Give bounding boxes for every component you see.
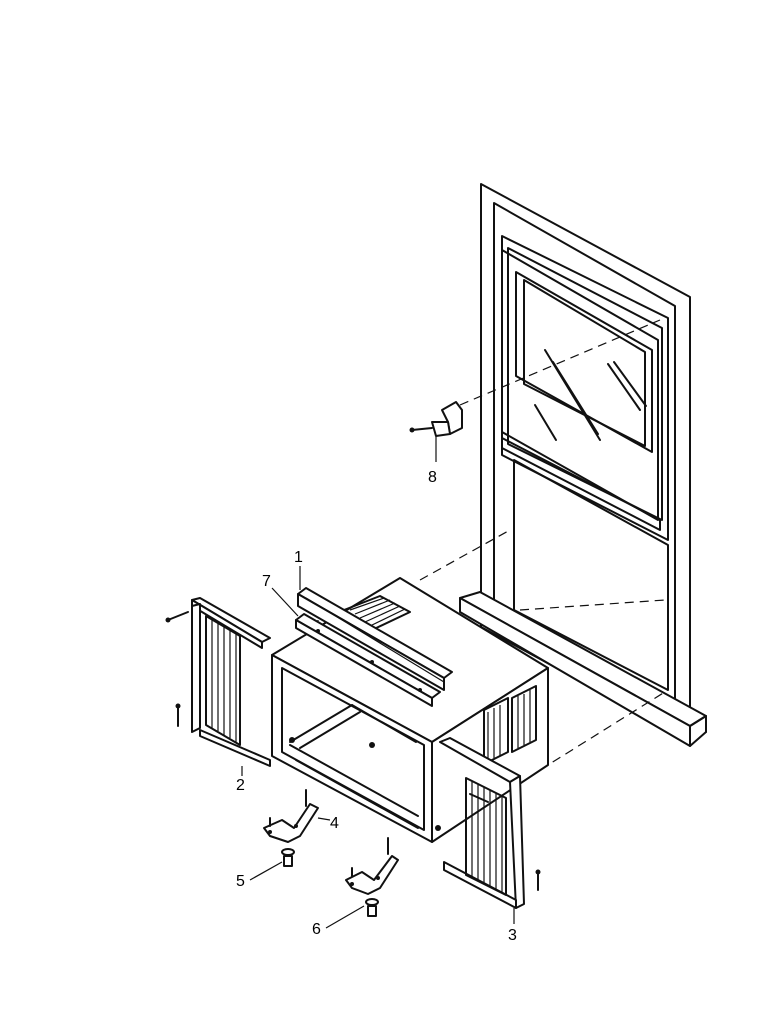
support-bracket-lower	[345, 837, 399, 895]
callout-4: 4	[330, 815, 339, 832]
callout-2: 2	[236, 777, 245, 794]
top-rail	[297, 587, 453, 691]
window-bracket	[409, 401, 463, 462]
window-frame	[459, 183, 707, 747]
callout-3: 3	[508, 927, 517, 944]
bolt-washer-lower	[325, 898, 379, 929]
right-side-curtain	[439, 737, 541, 924]
gasket-strip	[295, 613, 441, 707]
callout-6: 6	[312, 921, 321, 938]
leader-lines	[271, 566, 301, 617]
side-vent-louvers	[483, 685, 537, 765]
left-side-curtain	[165, 597, 271, 776]
callout-5: 5	[236, 873, 245, 890]
callout-7: 7	[262, 573, 271, 590]
bolt-washer-upper	[249, 848, 295, 881]
support-bracket-upper	[263, 789, 331, 843]
callout-8: 8	[428, 469, 437, 486]
callout-1: 1	[294, 549, 303, 566]
